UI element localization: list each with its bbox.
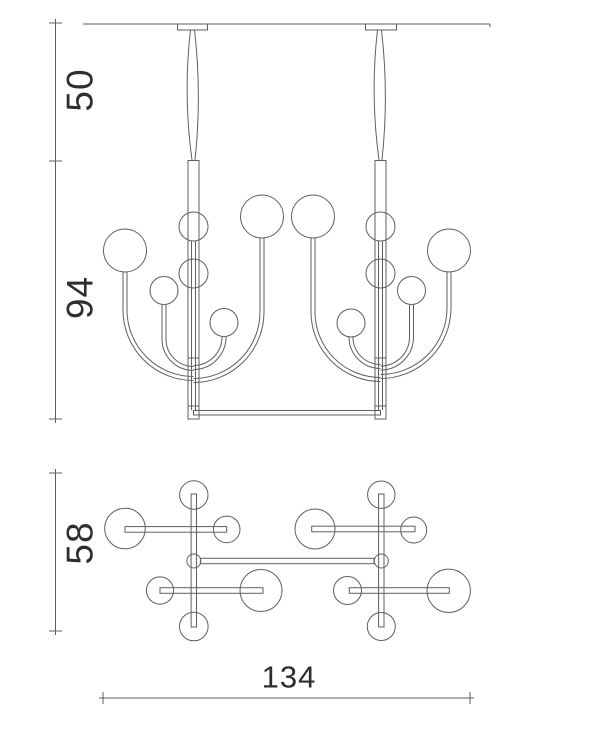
plan-arms-left-rect <box>159 587 264 594</box>
plan-link-bar <box>199 557 375 565</box>
cable-right <box>373 29 386 161</box>
plan-hubs-circle <box>373 553 389 569</box>
plan-hubs-circle <box>186 553 202 569</box>
dimension-fixture-width: 134 <box>99 660 474 704</box>
bulbs-plan-view-circle <box>400 516 428 544</box>
dimension-fixture-depth: 58 <box>49 469 101 635</box>
bulbs-front-view-circle <box>365 258 396 289</box>
plan-stem-right-rect <box>378 493 385 628</box>
dimension-fixture-height: 94 <box>49 161 101 423</box>
plan-link-bar-rect <box>199 557 375 565</box>
dimension-fixture-width-label: 134 <box>262 660 317 695</box>
bulbs-plan-view <box>104 480 471 642</box>
bulbs-plan-view-circle <box>212 515 241 544</box>
stem-right <box>374 160 387 420</box>
bulbs-front-view-circle <box>291 194 335 239</box>
dimension-fixture-height-label: 94 <box>60 276 101 319</box>
dimension-suspension-height: 50 <box>49 19 101 162</box>
bulbs-front-view-circle <box>178 258 209 289</box>
arms-right-stem-path <box>352 336 381 365</box>
bulbs-front-view-circle <box>103 228 147 273</box>
arms-right-stem-path <box>380 305 414 371</box>
arms-left-stem-path <box>161 305 194 371</box>
plan-arms-left-rect <box>124 526 228 533</box>
bulbs-plan-view-circle <box>104 507 146 550</box>
arms-left-stem <box>122 238 265 383</box>
bulbs-front-view-circle <box>149 276 179 305</box>
dimension-fixture-depth-label: 58 <box>60 521 101 564</box>
arms-left-stem-path <box>193 336 227 370</box>
bulbs-plan-view-circle <box>179 480 209 510</box>
connector-bar <box>193 410 381 416</box>
plan-arms-right <box>311 525 450 594</box>
arms-left-stem-path <box>193 238 265 383</box>
arms-right-stem-path <box>380 305 410 367</box>
bulbs-front-view-circle <box>178 211 209 242</box>
cable-left-path <box>186 29 193 161</box>
plan-stem-left-rect <box>190 493 198 628</box>
plan-stem-left <box>190 493 198 628</box>
connector-bar-rect <box>193 410 381 416</box>
plan-stem-right <box>378 493 385 628</box>
arms-left-stem-path <box>165 305 194 367</box>
bulbs-front-view-circle <box>365 211 396 242</box>
stem-left <box>187 160 200 420</box>
canopy-left <box>177 23 208 31</box>
canopy-right-rect <box>365 23 397 31</box>
arms-right-stem-path <box>380 272 452 379</box>
bulbs-front-view-circle <box>397 276 426 305</box>
bulbs-plan-view-circle <box>179 611 209 642</box>
bulbs-plan-view-circle <box>145 576 175 605</box>
canopy-right <box>365 23 397 31</box>
bulbs-front-view <box>103 194 471 338</box>
cable-left-path <box>194 29 199 161</box>
plan-arms-left <box>124 526 264 594</box>
bulbs-front-view-circle <box>209 308 239 337</box>
arms-right-stem-path <box>310 238 381 382</box>
cable-left <box>186 29 199 161</box>
arms-left-stem-path <box>193 238 261 379</box>
bulbs-plan-view-circle <box>426 568 471 613</box>
bulbs-front-view-circle <box>240 194 284 239</box>
stem-right-rect <box>374 160 387 420</box>
bulbs-plan-view-circle <box>294 508 336 550</box>
bulbs-plan-view-circle <box>366 612 396 641</box>
bulbs-front-view-circle <box>336 308 366 338</box>
arms-left-stem-path <box>122 272 194 381</box>
plan-arms-right-rect <box>311 525 416 533</box>
bulbs-plan-view-circle <box>239 569 283 612</box>
cable-right-path <box>381 29 386 161</box>
bulbs-plan-view-circle <box>333 576 362 605</box>
canopy-left-rect <box>177 23 208 31</box>
ceiling-line <box>83 23 491 27</box>
plan-hubs <box>186 553 389 569</box>
bulbs-plan-view-circle <box>367 480 396 509</box>
bulbs-front-view-circle <box>427 228 471 273</box>
arms-right-stem-path <box>380 272 448 375</box>
dimension-suspension-height-label: 50 <box>60 68 101 111</box>
arms-right-stem-path <box>314 238 381 378</box>
cable-right-path <box>373 29 380 161</box>
plan-arms-right-rect <box>348 587 450 594</box>
stem-left-rect <box>187 160 200 420</box>
arms-left-stem-path <box>193 336 223 366</box>
arms-left-stem-path <box>126 272 194 377</box>
